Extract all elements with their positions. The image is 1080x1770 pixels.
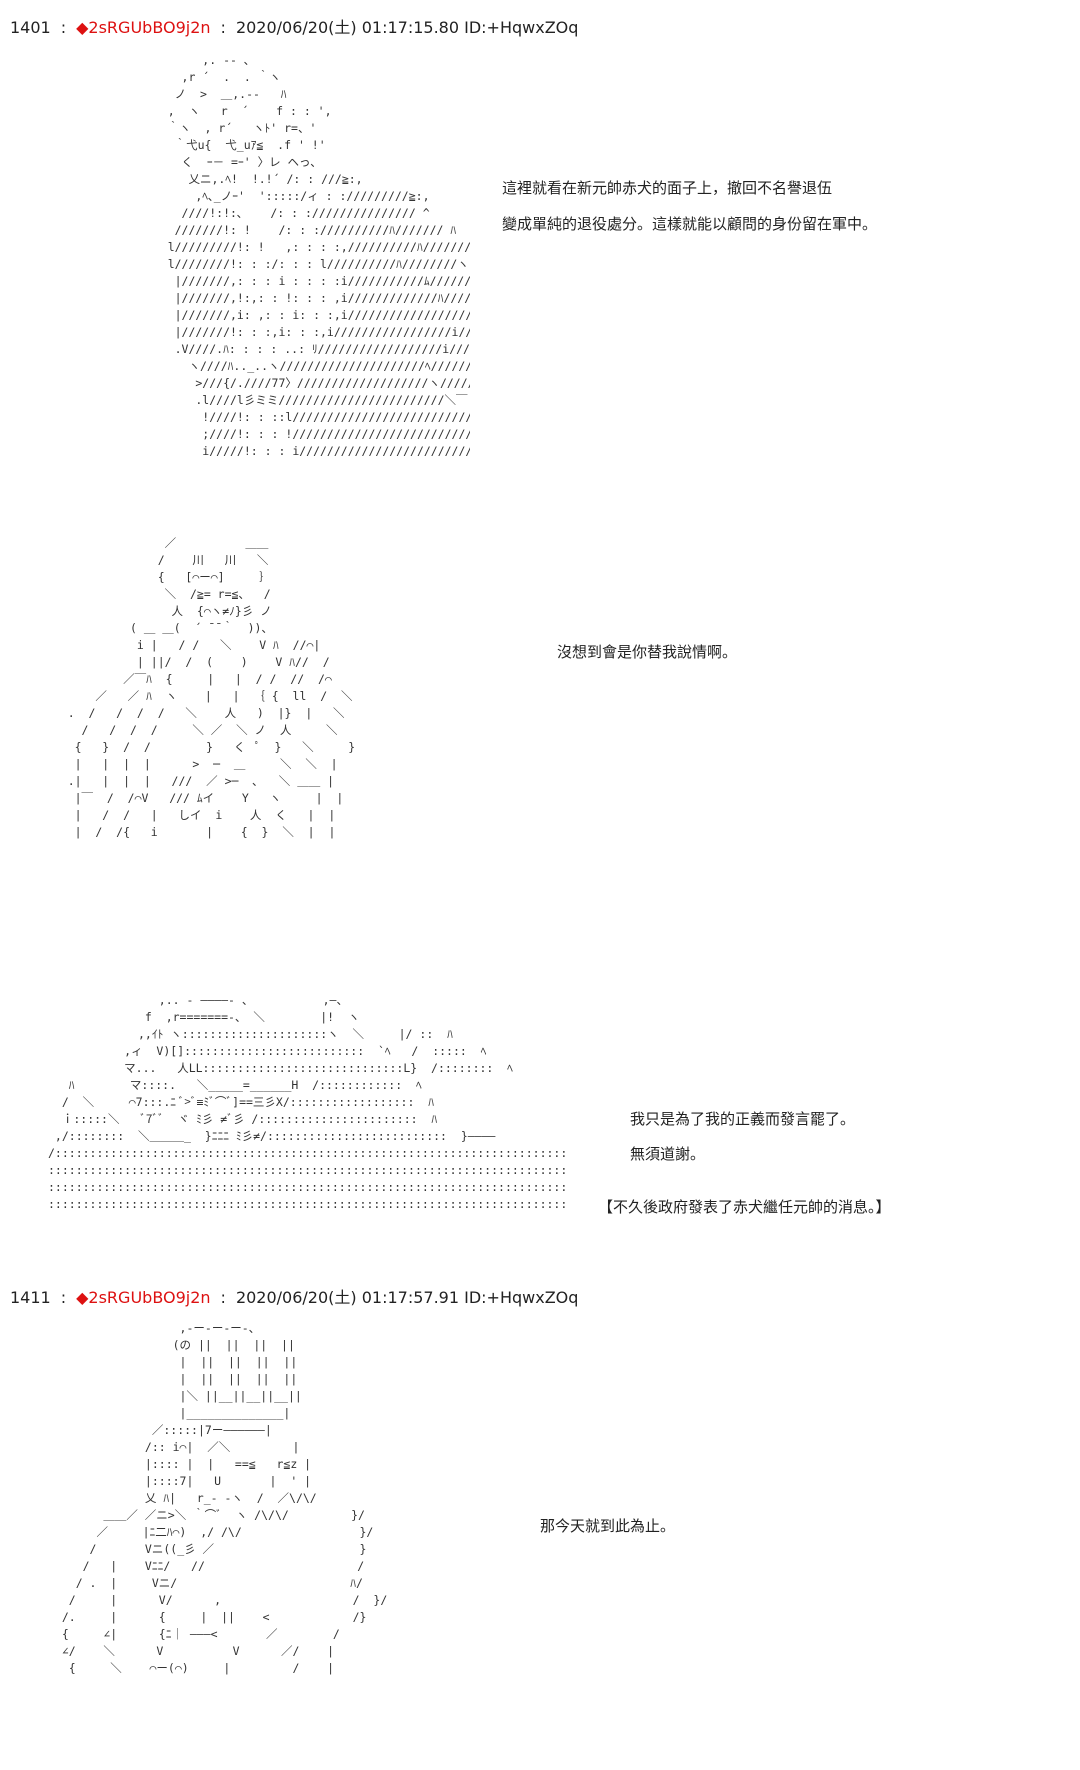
post-header-1401: 1401:◆2sRGUbBO9j2n:2020/06/20(土) 01:17:1… [10,14,578,38]
dialogue-line: 這裡就看在新元帥赤犬的面子上，撤回不名譽退伍 [502,179,833,197]
post-separator: : [60,1288,67,1307]
dialogue-line: 變成單純的退役處分。這樣就能以顧問的身份留在軍中。 [502,215,878,233]
narration-line: 【不久後政府發表了赤犬繼任元帥的消息。】 [598,1198,891,1216]
ascii-art-panel-3: ,.. - ――――- 、 ,―、 f ,r=======-、 ＼ |! ヽ ,… [48,993,568,1211]
post-datetime: 2020/06/20(土) 01:17:57.91 ID:+HqwxZOq [235,1288,579,1307]
dialogue-line: 沒想到會是你替我說情啊。 [557,643,738,661]
post-separator: : [60,18,67,37]
dialogue-line: 無須道謝。 [630,1145,706,1163]
dialogue-line: 我只是為了我的正義而發言罷了。 [630,1110,856,1128]
post-number: 1411 [10,1288,51,1307]
post-separator: : [220,18,226,37]
ascii-art-panel-2: ／ ＿＿ / 川 川 ＼ { [⌒ー⌒] ｝ ＼ /≧= r=≦、 / 人 {⌒… [67,536,356,839]
post-header-1411: 1411:◆2sRGUbBO9j2n:2020/06/20(土) 01:17:5… [10,1284,578,1308]
dialogue-line: 那今天就到此為止。 [540,1517,676,1535]
ascii-art-panel-4: ,-ー-ー-ー-、 (の || || || || | || || || || |… [61,1321,388,1675]
post-number: 1401 [10,18,51,37]
poster-trip[interactable]: ◆2sRGUbBO9j2n [76,1288,211,1307]
ascii-art-panel-1: ,. -‐ ､ ,r ´ . . ｀ヽ ノ > ＿,.-‐ ﾊ , ヽ r ´ … [167,53,470,458]
post-separator: : [220,1288,226,1307]
poster-trip[interactable]: ◆2sRGUbBO9j2n [76,18,211,37]
post-datetime: 2020/06/20(土) 01:17:15.80 ID:+HqwxZOq [235,18,579,37]
